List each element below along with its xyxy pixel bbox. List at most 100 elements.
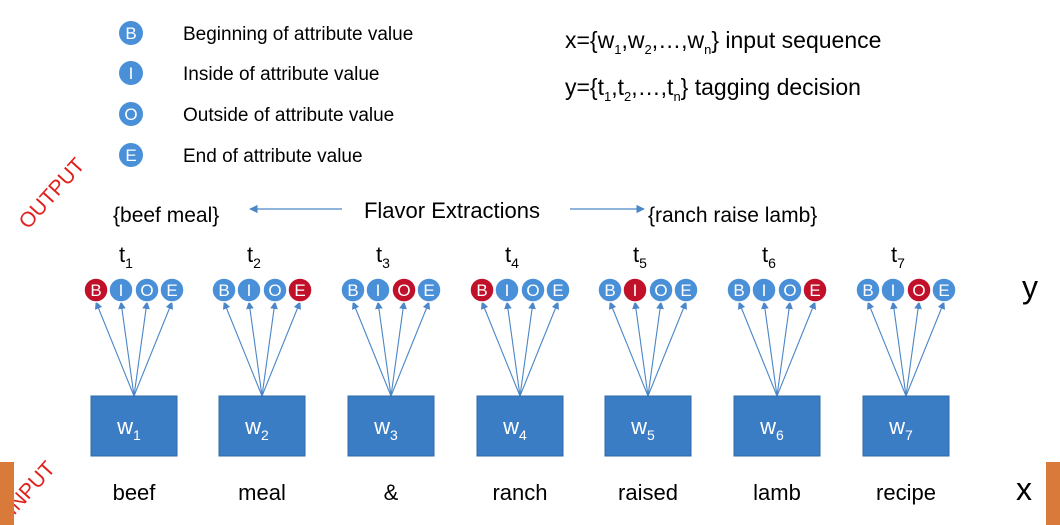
tag-circle-letter: B: [862, 281, 873, 300]
tag-arrow: [390, 301, 430, 397]
tag-circle-letter: E: [680, 281, 691, 300]
tag-arrow: [261, 301, 278, 397]
tag-arrow: [761, 301, 778, 397]
word-box-label-base: w: [373, 414, 390, 439]
legend-item-i: I Inside of attribute value: [119, 61, 379, 85]
tag-label: t6: [762, 242, 776, 271]
tag-circle-letter: O: [654, 281, 667, 300]
tag-arrow: [390, 301, 407, 397]
input-word: recipe: [876, 480, 936, 505]
tag-circle-o-selected: [391, 277, 417, 303]
tag-circle-i: [751, 277, 777, 303]
input-word: meal: [238, 480, 286, 505]
input-word: raised: [618, 480, 678, 505]
tag-arrow: [647, 301, 664, 397]
tag-label-sub: 5: [639, 255, 647, 271]
y-def-mid1: ,t: [611, 74, 624, 100]
word-box-label-sub: 3: [390, 427, 398, 443]
tag-label: t5: [633, 242, 647, 271]
tag-circle-letter: O: [783, 281, 796, 300]
tag-circle-e: [159, 277, 185, 303]
tag-arrow: [133, 301, 150, 397]
tag-circle-letter: I: [505, 281, 510, 300]
tag-circle-o: [262, 277, 288, 303]
extraction-left: {beef meal}: [113, 204, 219, 227]
x-def-mid2: ,…,w: [652, 27, 705, 53]
input-word: lamb: [753, 480, 801, 505]
legend-e-circle: [119, 143, 143, 167]
x-axis-label: x: [1016, 471, 1032, 507]
x-def-sub1: 1: [614, 42, 621, 57]
word-box-label-base: w: [502, 414, 519, 439]
word-box: [476, 395, 564, 457]
flavor-extraction-row: {beef meal} Flavor Extractions {ranch ra…: [113, 198, 817, 227]
word-box-label-sub: 1: [133, 427, 141, 443]
tag-arrow: [867, 301, 907, 397]
tag-circle-letter: O: [526, 281, 539, 300]
tag-label-sub: 2: [253, 255, 261, 271]
tag-label: t2: [247, 242, 261, 271]
word-box: [862, 395, 950, 457]
x-def-prefix: x={w: [565, 27, 615, 53]
word-box-label-sub: 7: [905, 427, 913, 443]
tag-circle-letter: E: [166, 281, 177, 300]
tag-label-base: t: [505, 242, 511, 267]
tag-arrow: [95, 301, 135, 397]
tag-circle-letter: B: [218, 281, 229, 300]
tag-circle-letter: O: [268, 281, 281, 300]
tag-arrow: [905, 301, 922, 397]
tag-arrow: [375, 301, 392, 397]
y-def-subn: n: [673, 89, 680, 104]
tag-arrow: [504, 301, 521, 397]
tag-circle-i: [365, 277, 391, 303]
legend-item-e: E End of attribute value: [119, 143, 363, 167]
tag-circle-b: [340, 277, 366, 303]
y-def-sub2: 2: [624, 89, 631, 104]
tag-circle-i: [108, 277, 134, 303]
legend: B Beginning of attribute value I Inside …: [119, 21, 413, 167]
word-box-label-base: w: [759, 414, 776, 439]
word-box: [347, 395, 435, 457]
tag-arrow: [632, 301, 649, 397]
output-label: OUTPUT: [15, 154, 90, 234]
tag-circle-letter: E: [809, 281, 820, 300]
tag-circle-letter: I: [119, 281, 124, 300]
tag-circle-i: [236, 277, 262, 303]
tag-label-base: t: [376, 242, 382, 267]
x-def-sub2: 2: [644, 42, 651, 57]
tag-arrow: [133, 301, 173, 397]
tag-label-sub: 6: [768, 255, 776, 271]
y-definition: y={t1,t2,…,tn} tagging decision: [565, 74, 861, 104]
word-box-label-base: w: [630, 414, 647, 439]
legend-o-letter: O: [124, 105, 137, 124]
tag-arrow: [776, 301, 816, 397]
tag-circle-e: [545, 277, 571, 303]
y-def-sub1: 1: [604, 89, 611, 104]
tag-circle-letter: E: [938, 281, 949, 300]
y-def-prefix: y={t: [565, 74, 605, 100]
tag-circle-letter: E: [552, 281, 563, 300]
extraction-center: Flavor Extractions: [364, 198, 540, 223]
word-box-label: w2: [244, 414, 269, 443]
x-def-subn: n: [704, 42, 711, 57]
tag-arrow: [223, 301, 263, 397]
tag-label-sub: 3: [382, 255, 390, 271]
tag-circle-e-selected: [287, 277, 313, 303]
tag-label-sub: 7: [897, 255, 905, 271]
tag-circle-letter: I: [891, 281, 896, 300]
tag-circle-o-selected: [906, 277, 932, 303]
word-box-label-base: w: [116, 414, 133, 439]
tag-circle-letter: B: [90, 281, 101, 300]
word-box-label: w5: [630, 414, 655, 443]
tag-circle-e: [931, 277, 957, 303]
y-def-mid2: ,…,t: [631, 74, 674, 100]
tag-arrow: [890, 301, 907, 397]
right-accent-bar: [1046, 462, 1060, 525]
tag-circle-letter: O: [140, 281, 153, 300]
tag-arrow: [738, 301, 778, 397]
word-box: [90, 395, 178, 457]
